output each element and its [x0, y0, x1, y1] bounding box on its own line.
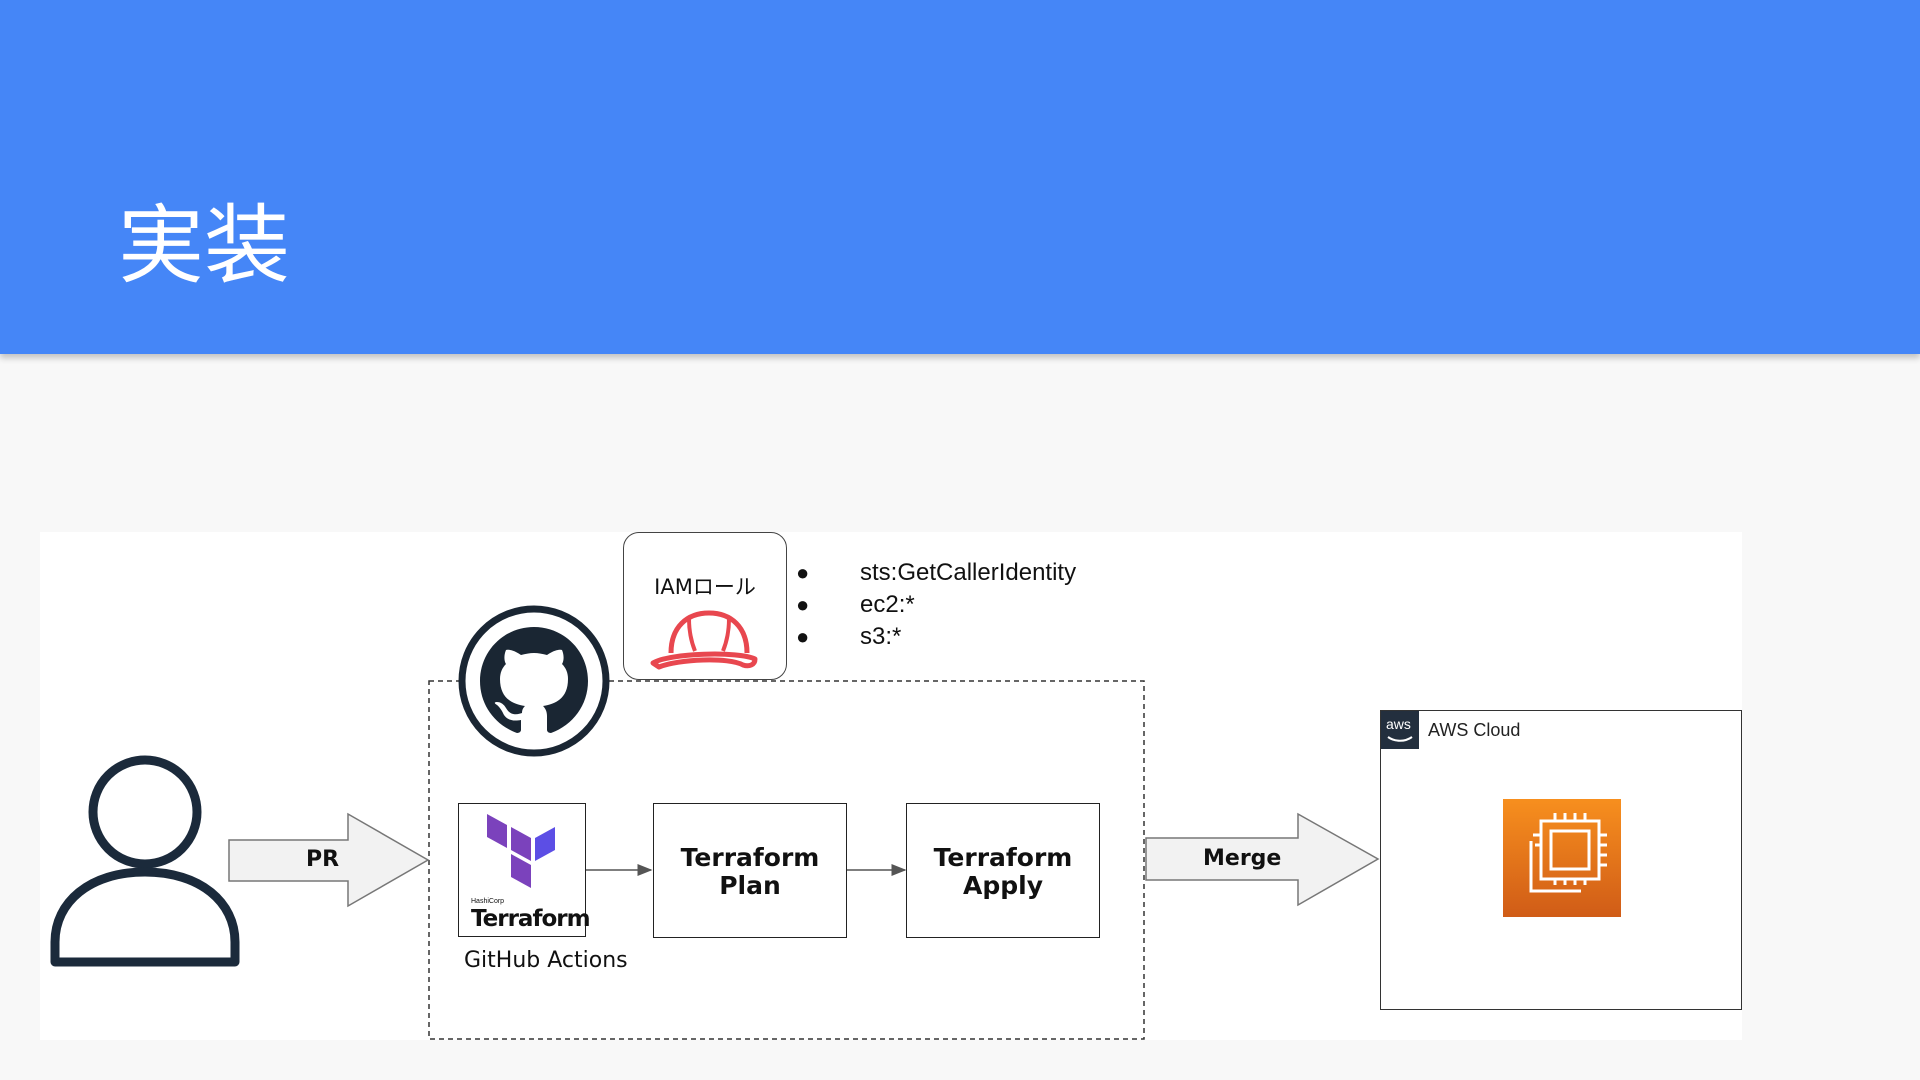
slide-title: 実装: [118, 196, 290, 296]
aws-badge-text: aws: [1386, 716, 1411, 732]
pr-label: PR: [306, 847, 340, 872]
terraform-icon: [487, 814, 555, 888]
iam-role-box: IAMロール: [623, 532, 787, 680]
permission-item: sts:GetCallerIdentity: [860, 559, 1077, 586]
user-icon: [50, 755, 240, 967]
ec2-icon: [1503, 799, 1621, 917]
terraform-logo-small: HashiCorp: [471, 898, 505, 905]
aws-smile-icon: [1387, 736, 1413, 742]
permission-item: ec2:*: [860, 591, 915, 618]
apply-box-line2: Apply: [962, 871, 1043, 900]
merge-arrow: [1145, 812, 1380, 907]
helmet-icon: [650, 610, 758, 670]
pr-arrow: [228, 812, 430, 908]
permission-bullet: ●: [796, 624, 810, 649]
plan-box-line1: Terraform: [680, 843, 820, 872]
permission-bullet: ●: [796, 560, 810, 585]
permission-bullet: ●: [796, 592, 810, 617]
slide-header: 実装: [0, 0, 1920, 354]
github-icon: [458, 605, 610, 757]
plan-box-line2: Plan: [719, 871, 781, 900]
permission-item: s3:*: [860, 623, 902, 650]
merge-label: Merge: [1203, 846, 1282, 871]
aws-cloud-label: AWS Cloud: [1428, 720, 1521, 740]
github-actions-label: GitHub Actions: [464, 948, 628, 973]
apply-box-line1: Terraform: [933, 843, 1073, 872]
iam-role-label: IAMロール: [654, 575, 756, 599]
terraform-logo-box: HashiCorp Terraform: [458, 803, 591, 937]
terraform-logo-text: Terraform: [471, 906, 591, 932]
aws-logo-badge: aws: [1381, 711, 1419, 749]
terraform-plan-box: Terraform Plan: [653, 803, 847, 938]
aws-cloud-group: aws AWS Cloud: [1380, 710, 1742, 1010]
terraform-apply-box: Terraform Apply: [906, 803, 1100, 938]
